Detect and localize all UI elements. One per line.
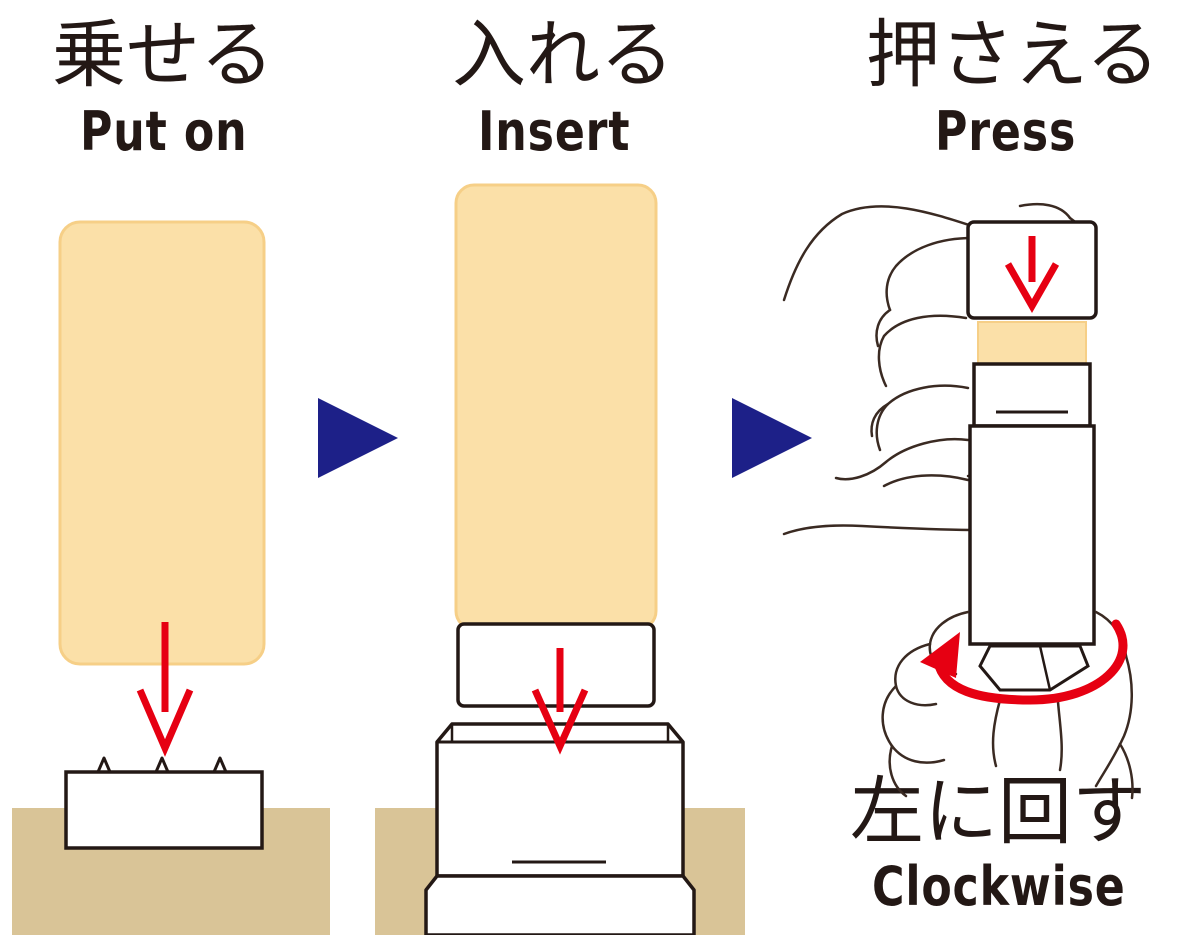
down-arrow-icon bbox=[136, 622, 194, 757]
down-arrow-icon bbox=[1004, 236, 1060, 314]
holder-body bbox=[968, 362, 1096, 646]
base-with-teeth bbox=[64, 756, 264, 850]
step1-title-en: Put on bbox=[80, 100, 248, 163]
hex-base bbox=[978, 644, 1090, 692]
stamp-block bbox=[454, 183, 658, 631]
next-step-triangle-icon bbox=[318, 398, 398, 478]
stamp-block-segment bbox=[977, 321, 1087, 365]
step3-title-en: Press bbox=[935, 100, 1077, 163]
panel-press bbox=[782, 202, 1134, 800]
panel-put-on bbox=[12, 220, 330, 935]
rotate-note-jp: 左に回す bbox=[850, 769, 1146, 855]
step2-title-en: Insert bbox=[478, 100, 631, 163]
panel-insert bbox=[375, 183, 745, 935]
step3-title-jp: 押さえる bbox=[866, 12, 1160, 98]
step2-title-jp: 入れる bbox=[452, 12, 674, 98]
stamp-block bbox=[58, 220, 266, 666]
rotate-arrow-icon bbox=[920, 619, 1128, 705]
rubber-piece bbox=[456, 622, 656, 708]
rotate-note-en: Clockwise bbox=[872, 855, 1126, 918]
holder-case bbox=[424, 722, 696, 935]
down-arrow-icon bbox=[531, 648, 589, 755]
step1-title-jp: 乗せる bbox=[52, 12, 274, 98]
next-step-triangle-icon bbox=[732, 398, 812, 478]
